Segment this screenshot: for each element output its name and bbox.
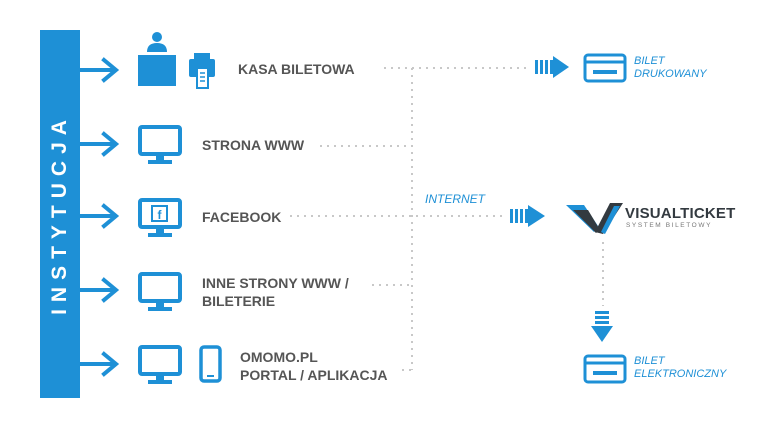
printed-ticket-icon	[583, 53, 627, 83]
electronic-ticket-label-1: BILET	[634, 355, 665, 367]
channel-label-website: STRONA WWW	[202, 137, 305, 153]
channel-label-other-sites-2: BILETERIE	[202, 293, 276, 309]
monitor-icon-www	[138, 125, 182, 164]
monitor-icon-other	[138, 272, 182, 311]
printed-ticket-label-2: DRUKOWANY	[634, 68, 707, 80]
visualticket-logo-icon	[566, 203, 623, 234]
dotted-connectors	[290, 67, 604, 371]
channel-label-omomo-2: PORTAL / APLIKACJA	[240, 367, 388, 383]
channel-arrow-2	[78, 131, 120, 157]
electronic-ticket-icon	[583, 354, 627, 384]
printed-ticket-label-1: BILET	[634, 55, 665, 67]
channel-arrow-4	[78, 277, 120, 303]
smartphone-icon	[199, 345, 222, 383]
institution-bar: INSTYTUCJA	[40, 30, 80, 398]
channel-arrow-3	[78, 203, 120, 229]
arrow-to-printed-ticket	[535, 56, 569, 78]
channel-label-omomo-1: OMOMO.PL	[240, 349, 318, 365]
visualticket-name: VISUALTICKET	[625, 205, 736, 222]
channel-label-other-sites-1: INNE STRONY WWW /	[202, 275, 349, 291]
arrow-to-visualticket	[510, 205, 545, 227]
ticket-office-icon	[138, 32, 176, 86]
arrow-to-electronic-ticket	[591, 311, 613, 342]
printer-icon	[189, 53, 215, 89]
channel-label-facebook: FACEBOOK	[202, 209, 282, 225]
facebook-monitor-icon: f	[138, 198, 182, 237]
monitor-icon-omomo	[138, 345, 182, 384]
channel-arrow-5	[78, 351, 120, 377]
visualticket-subtitle: SYSTEM BILETOWY	[626, 222, 713, 229]
channel-label-ticket-office: KASA BILETOWA	[238, 61, 355, 77]
internet-label: INTERNET	[425, 192, 485, 206]
svg-text:f: f	[158, 208, 163, 222]
electronic-ticket-label-2: ELEKTRONICZNY	[634, 368, 727, 380]
channel-arrow-1	[78, 57, 120, 83]
